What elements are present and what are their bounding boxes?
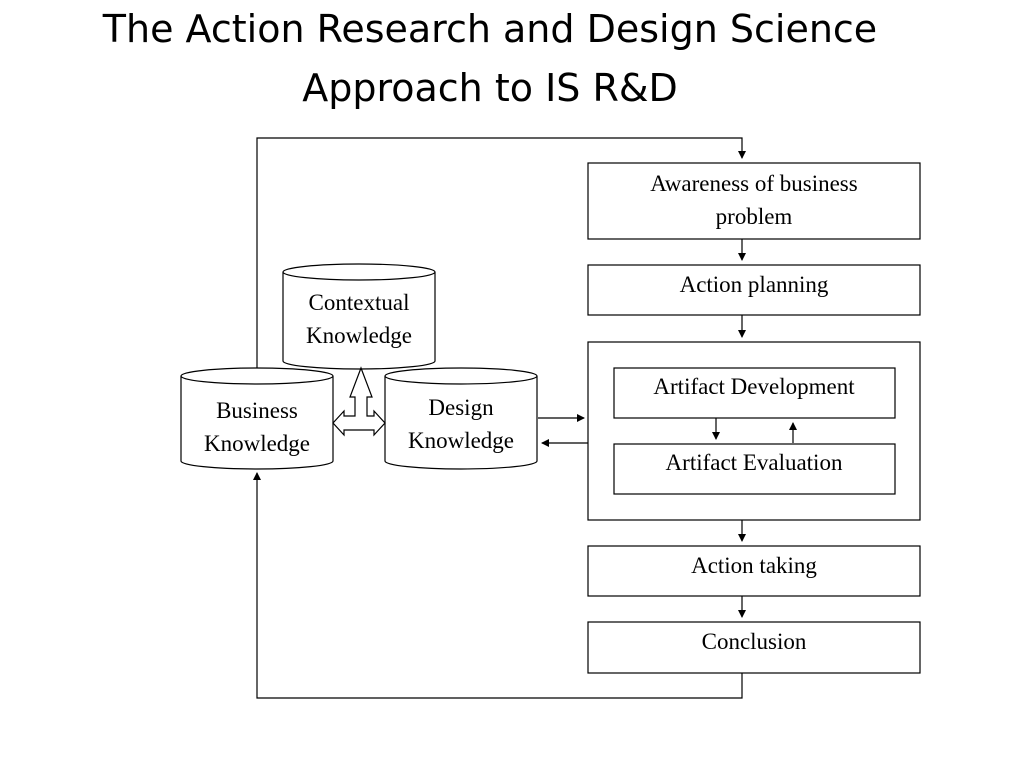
business-knowledge-label-line-1: Business [216, 398, 298, 423]
conclusion-label: Conclusion [702, 629, 807, 654]
design-knowledge-label-line-1: Design [428, 395, 494, 420]
contextual-knowledge-store: Contextual Knowledge [282, 263, 436, 370]
slide-title-line-2: Approach to IS R&D [302, 66, 678, 110]
awareness-box: Awareness of business problem [587, 162, 921, 240]
action-planning-label: Action planning [680, 272, 829, 297]
artifact-evaluation-box: Artifact Evaluation [613, 443, 896, 495]
business-knowledge-store: Business Knowledge [180, 367, 334, 470]
contextual-knowledge-label-line-1: Contextual [309, 290, 410, 315]
feedback-loop-bottom-connector [253, 472, 743, 699]
slide-title: The Action Research and Design Science A… [40, 0, 940, 118]
contextual-knowledge-label-line-2: Knowledge [306, 323, 412, 348]
feedback-loop-top-connector [256, 137, 746, 368]
design-knowledge-store: Design Knowledge [384, 367, 538, 470]
artifact-development-label: Artifact Development [653, 374, 855, 399]
business-knowledge-label-line-2: Knowledge [204, 431, 310, 456]
slide-title-line-1: The Action Research and Design Science [102, 7, 878, 51]
action-taking-label: Action taking [691, 553, 817, 578]
design-knowledge-label-line-2: Knowledge [408, 428, 514, 453]
artifact-evaluation-label: Artifact Evaluation [666, 450, 843, 475]
awareness-label-line-1: Awareness of business [650, 171, 857, 196]
action-taking-box: Action taking [587, 545, 921, 597]
awareness-label-line-2: problem [716, 204, 793, 229]
knowledge-exchange-arrow [332, 366, 386, 437]
artifact-development-box: Artifact Development [613, 367, 896, 419]
action-planning-box: Action planning [587, 264, 921, 316]
conclusion-box: Conclusion [587, 621, 921, 674]
